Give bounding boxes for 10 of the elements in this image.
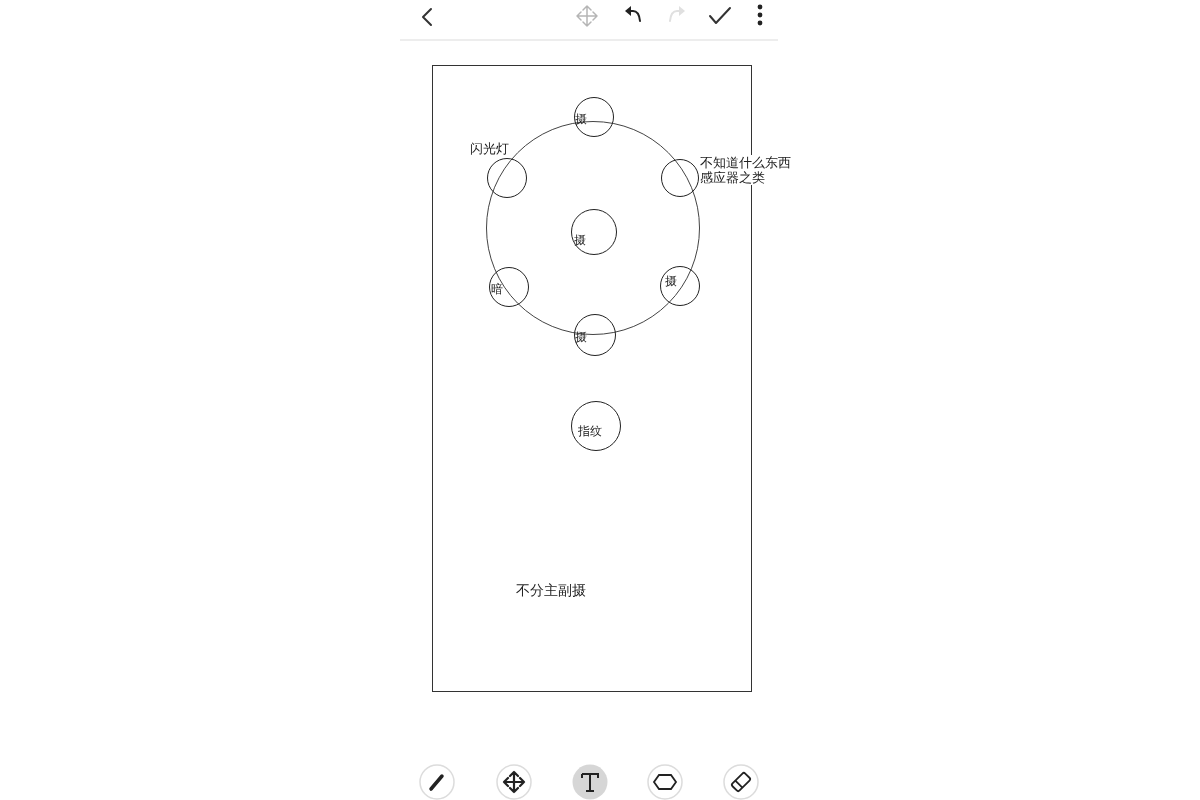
- annotation-text: 不知道什么东西感应器之类: [700, 155, 794, 185]
- small-circle: [571, 401, 621, 451]
- circle-label: 摄: [575, 112, 587, 126]
- circle-label: 摄: [665, 274, 677, 288]
- circle-label: 指纹: [578, 424, 602, 438]
- annotation-text: 闪光灯: [470, 141, 509, 156]
- note-text: 不分主副摄: [516, 582, 586, 598]
- circle-label: 摄: [575, 330, 587, 344]
- circle-label: 摄: [574, 233, 586, 247]
- circle-label: 暗: [491, 282, 503, 296]
